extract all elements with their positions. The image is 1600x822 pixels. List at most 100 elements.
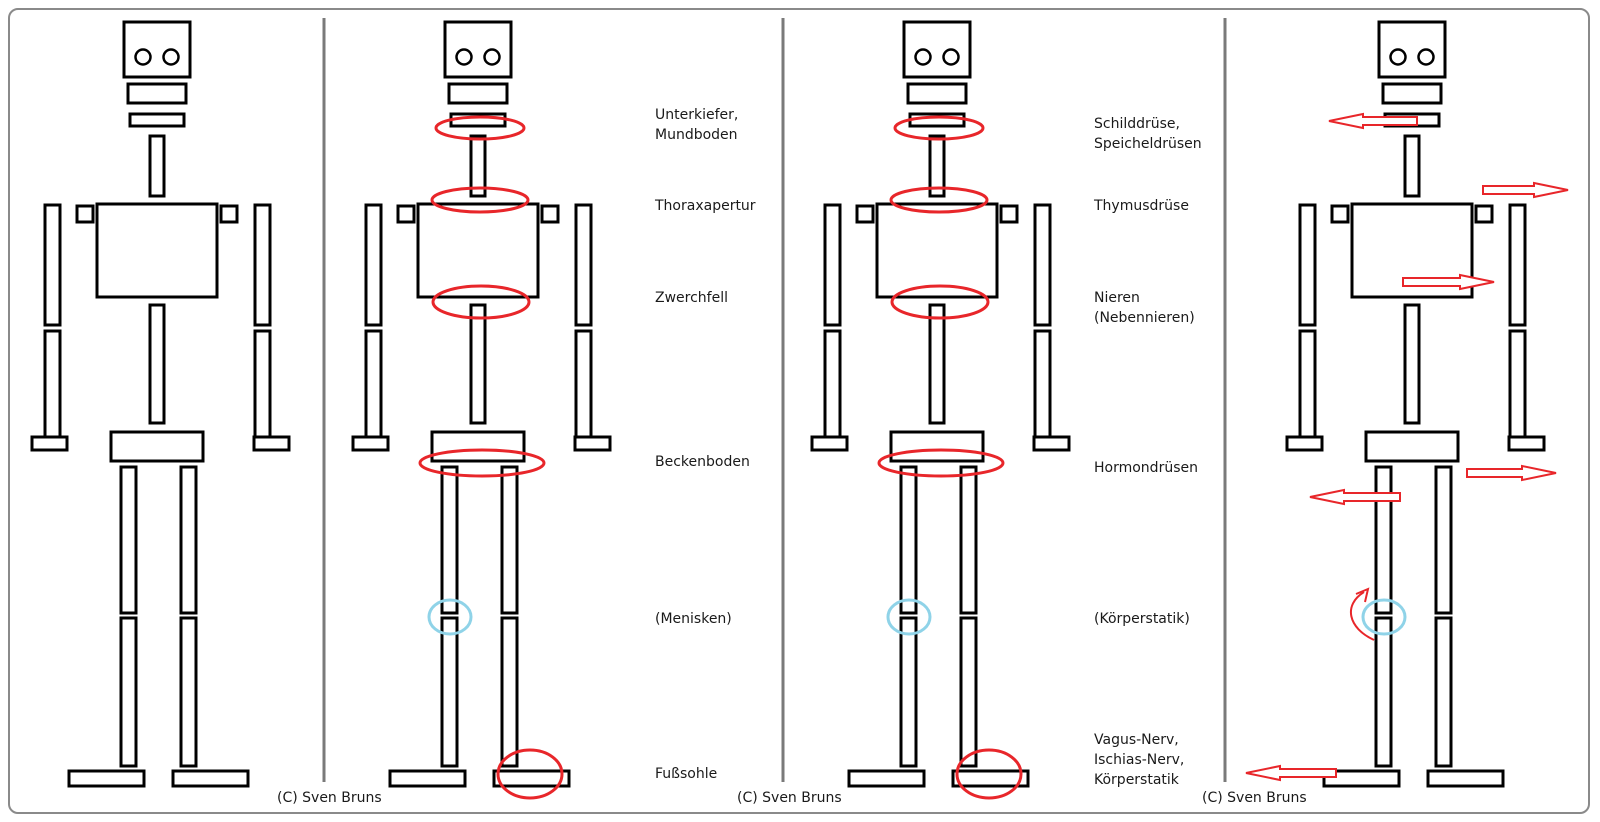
arrow-pelvis-right	[1466, 464, 1557, 482]
label-thyroid-salivary: Schilddrüse,Speicheldrüsen	[1094, 116, 1202, 152]
label-hormone-glands: Hormondrüsen	[1094, 460, 1198, 476]
figure-2-sole-ring	[496, 748, 564, 800]
figure-3-right-upper-arm	[1033, 203, 1052, 327]
figure-4-left-forearm	[1298, 329, 1317, 439]
label-kidneys: Nieren(Nebennieren)	[1094, 290, 1195, 326]
figure-4-right-shin	[1434, 616, 1453, 768]
figure-3-pelvis	[889, 430, 985, 463]
figure-3-knee-ring	[886, 598, 932, 636]
figure-1-torso	[95, 202, 219, 299]
figure-2-left-upper-arm	[364, 203, 383, 327]
figure-4-right-eye	[1417, 48, 1435, 66]
knee-rotation-arrowhead	[1355, 587, 1370, 603]
figure-4-right-upper-arm	[1508, 203, 1527, 327]
label-diaphragm: Zwerchfell	[655, 290, 728, 306]
figure-3-right-eye	[942, 48, 960, 66]
figure-1-right-thigh	[179, 465, 198, 615]
figure-3-left-thigh	[899, 465, 918, 615]
figure-2-right-hand	[573, 435, 612, 452]
figure-1-right-eye	[162, 48, 180, 66]
figure-4-left-upper-arm	[1298, 203, 1317, 327]
figure-2-left-foot	[388, 769, 467, 788]
figure-4-knee-ring	[1361, 598, 1407, 636]
figure-2-right-thigh	[500, 465, 519, 615]
figure-3-jaw-ring	[893, 115, 985, 141]
figure-2-right-upper-arm	[574, 203, 593, 327]
figure-2-left-shin	[440, 616, 459, 768]
figure-3-lower-spine	[928, 303, 946, 425]
figure-2-head	[443, 20, 513, 79]
figure-2-diaphragm-ring	[431, 284, 531, 320]
figure-1-right-shin	[179, 616, 198, 768]
figure-3-right-shoulder	[999, 204, 1019, 224]
figure-1-left-shoulder	[75, 204, 95, 224]
figure-4-torso	[1350, 202, 1474, 299]
figure-2-right-forearm	[574, 329, 593, 439]
figure-3-left-shoulder	[855, 204, 875, 224]
figure-1-head	[122, 20, 192, 79]
figure-2-right-foot	[492, 769, 571, 788]
figure-4-left-shin	[1374, 616, 1393, 768]
figure-2-jaw-ring	[434, 115, 526, 141]
figure-2-pelvis	[430, 430, 526, 463]
figure-4-left-thigh	[1374, 465, 1393, 615]
figure-1-left-eye	[134, 48, 152, 66]
figure-3-head	[902, 20, 972, 79]
figure-3-right-forearm	[1033, 329, 1052, 439]
figure-2-right-shoulder	[540, 204, 560, 224]
arrow-head-left	[1328, 112, 1418, 130]
figure-1-neck	[148, 134, 166, 198]
label-menisci: (Menisken)	[655, 611, 732, 627]
figure-2-neck	[469, 134, 487, 198]
figure-3-upper-jaw	[906, 82, 968, 105]
arrow-neck-right	[1482, 181, 1569, 199]
copyright-panel-3: (C) Sven Bruns	[1202, 790, 1307, 806]
figure-4-right-forearm	[1508, 329, 1527, 439]
figure-4-neck	[1403, 134, 1421, 198]
figure-2-left-shoulder	[396, 204, 416, 224]
figure-3-left-shin	[899, 616, 918, 768]
diagram-frame	[8, 8, 1590, 814]
figure-1-left-upper-arm	[43, 203, 62, 327]
figure-1-right-hand	[252, 435, 291, 452]
figure-4-right-shoulder	[1474, 204, 1494, 224]
figure-3-right-hand	[1032, 435, 1071, 452]
figure-3-right-thigh	[959, 465, 978, 615]
figure-2-thorax-ring	[430, 186, 530, 214]
label-thoracic-aperture: Thoraxapertur	[655, 198, 756, 214]
label-sole: Fußsohle	[655, 766, 718, 782]
figure-2-left-thigh	[440, 465, 459, 615]
figure-3-neck	[928, 134, 946, 198]
figure-4-pelvis	[1364, 430, 1460, 463]
figure-4-left-shoulder	[1330, 204, 1350, 224]
label-jaw-floor: Unterkiefer,Mundboden	[655, 107, 739, 143]
figure-2-pelvic-ring	[418, 448, 546, 478]
figure-1-right-upper-arm	[253, 203, 272, 327]
arrow-foot-left	[1245, 764, 1337, 782]
copyright-panel-2: (C) Sven Bruns	[737, 790, 842, 806]
figure-1-lower-jaw	[128, 112, 186, 128]
figure-1-left-forearm	[43, 329, 62, 439]
figure-3-right-foot	[951, 769, 1030, 788]
figure-3-left-hand	[810, 435, 849, 452]
figure-1-left-hand	[30, 435, 69, 452]
figure-1-right-shoulder	[219, 204, 239, 224]
figure-1-left-thigh	[119, 465, 138, 615]
figure-4-head	[1377, 20, 1447, 79]
figure-4-right-thigh	[1434, 465, 1453, 615]
knee-rotation-arrow	[1349, 591, 1375, 641]
figure-1-right-forearm	[253, 329, 272, 439]
arrow-thigh-left	[1309, 488, 1401, 506]
figure-2-right-eye	[483, 48, 501, 66]
figure-3-torso	[875, 202, 999, 299]
label-pelvic-floor: Beckenboden	[655, 454, 750, 470]
figure-2-knee-ring	[427, 598, 473, 636]
figure-4-right-hand	[1507, 435, 1546, 452]
figure-4-lower-spine	[1403, 303, 1421, 425]
figure-3-left-forearm	[823, 329, 842, 439]
figure-3-thorax-ring	[889, 186, 989, 214]
figure-4-left-hand	[1285, 435, 1324, 452]
copyright-panel-1: (C) Sven Bruns	[277, 790, 382, 806]
figure-1-pelvis	[109, 430, 205, 463]
